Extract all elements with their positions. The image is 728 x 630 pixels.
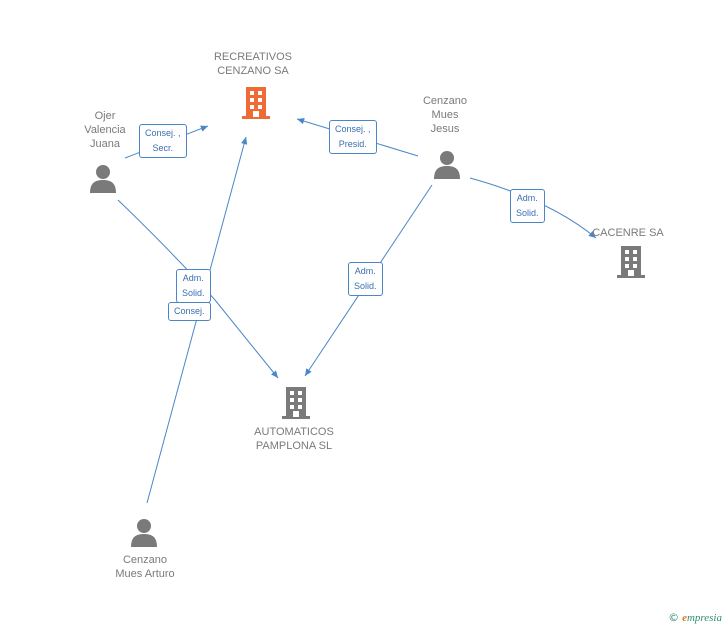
building-icon[interactable] (615, 244, 647, 280)
node-label-cenzano-jesus: Cenzano Mues Jesus (422, 95, 468, 135)
edge-label-jesus-cacenre: Adm. Solid. (510, 189, 545, 223)
person-icon[interactable] (433, 149, 461, 179)
building-icon[interactable] (240, 85, 272, 121)
edge-label-arturo-consej: Consej. (168, 302, 211, 321)
edge-label-arturo-adm: Adm. Solid. (176, 269, 211, 303)
person-icon[interactable] (130, 517, 158, 547)
edge-ojer-automaticos (117, 199, 279, 379)
node-label-cenzano-arturo: Cenzano Mues Arturo (115, 554, 175, 580)
node-label-recreativos: RECREATIVOS CENZANO SA (213, 51, 293, 77)
node-label-ojer: Ojer Valencia Juana (84, 110, 126, 150)
person-icon[interactable] (89, 163, 117, 193)
empresia-logo: ©empresia (668, 611, 722, 624)
copyright-icon: © (668, 611, 680, 624)
node-label-automaticos: AUTOMATICOS PAMPLONA SL (254, 426, 334, 452)
edge-label-ojer-recreativos: Consej. , Secr. (139, 124, 187, 158)
edge-label-jesus-automaticos: Adm. Solid. (348, 262, 383, 296)
building-icon[interactable] (280, 385, 312, 421)
node-label-cacenre: CACENRE SA (592, 227, 664, 239)
edge-label-jesus-recreativos: Consej. , Presid. (329, 120, 377, 154)
